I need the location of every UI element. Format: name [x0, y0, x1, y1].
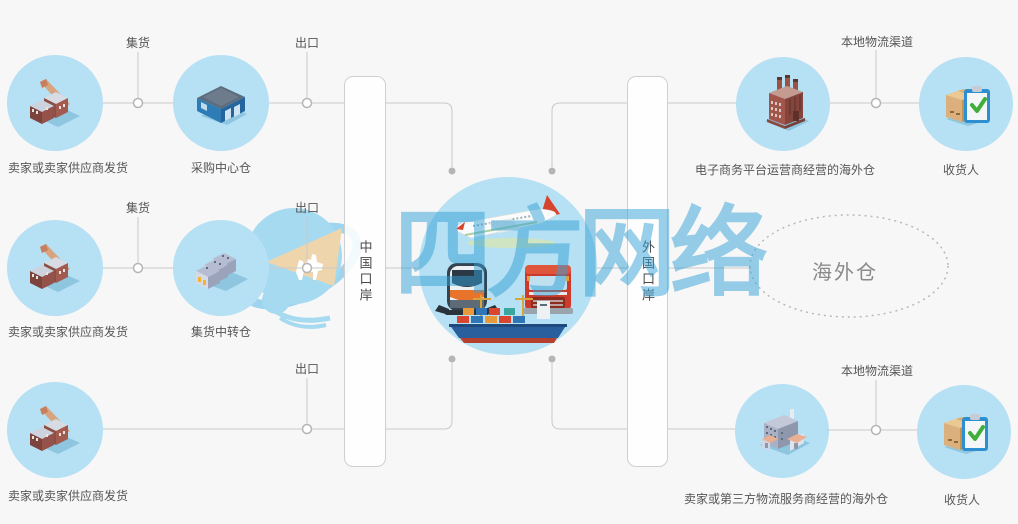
factory-icon [30, 406, 80, 454]
cargo-ship-icon [449, 295, 567, 343]
connector-dot [448, 167, 456, 175]
consignee-label-row3: 收货人 [943, 493, 981, 507]
transport-hub-bubble [419, 177, 597, 355]
seller-bubble-row1 [7, 55, 103, 151]
purchase-center-label: 采购中心仓 [190, 161, 252, 175]
ecommerce-warehouse-bubble [736, 57, 830, 151]
connector-dot [448, 355, 456, 363]
export-label-row1: 出口 [294, 36, 320, 50]
china-port-bar: 中国口岸 [344, 76, 386, 467]
connector-node [301, 423, 313, 435]
local-channel-label-row1: 本地物流渠道 [840, 35, 914, 49]
gray-warehouse-icon [196, 253, 248, 291]
transit-warehouse-label: 集货中转仓 [190, 325, 252, 339]
local-channel-label-row3: 本地物流渠道 [840, 364, 914, 378]
third-party-warehouse-bubble [735, 384, 829, 478]
blue-warehouse-icon [197, 86, 247, 125]
seller-label-row2: 卖家或卖家供应商发货 [8, 325, 129, 339]
package-checklist-icon [944, 414, 988, 454]
seller-bubble-row3 [7, 382, 103, 478]
connector-dot [548, 167, 556, 175]
purchase-center-bubble [173, 55, 269, 151]
third-party-warehouse-label: 卖家或第三方物流服务商经营的海外仓 [683, 492, 889, 506]
airplane-icon [455, 195, 560, 248]
ecommerce-warehouse-label: 电子商务平台运营商经营的海外仓 [694, 163, 876, 177]
warehouse-complex-icon [760, 409, 810, 455]
connector-node [132, 262, 144, 274]
collect-label-row2: 集货 [125, 201, 151, 215]
overseas-zone-label: 海外仓 [812, 262, 878, 284]
connector-node [132, 97, 144, 109]
connector-node [870, 97, 882, 109]
truck-icon [523, 265, 573, 314]
china-port-label: 中国口岸 [357, 239, 373, 304]
factory-icon [30, 79, 80, 127]
transport-modes-icon [435, 195, 573, 343]
seller-label-row3: 卖家或卖家供应商发货 [8, 489, 129, 503]
seller-label-row1: 卖家或卖家供应商发货 [8, 161, 129, 175]
connector-dot [548, 355, 556, 363]
foreign-port-bar: 外国口岸 [627, 76, 668, 467]
transit-warehouse-bubble [173, 220, 269, 316]
consignee-label-row1: 收货人 [942, 163, 980, 177]
export-label-row3: 出口 [294, 362, 320, 376]
export-label-row2: 出口 [294, 201, 320, 215]
seller-bubble-row2 [7, 220, 103, 316]
train-icon [435, 263, 499, 315]
brick-factory-icon [765, 75, 809, 131]
consignee-bubble-row3 [917, 385, 1011, 479]
consignee-bubble-row1 [919, 57, 1013, 151]
connector-node [301, 97, 313, 109]
foreign-port-label: 外国口岸 [640, 239, 655, 304]
package-checklist-icon [946, 86, 990, 126]
factory-icon [30, 244, 80, 292]
collect-label-row1: 集货 [125, 36, 151, 50]
connector-node [870, 424, 882, 436]
